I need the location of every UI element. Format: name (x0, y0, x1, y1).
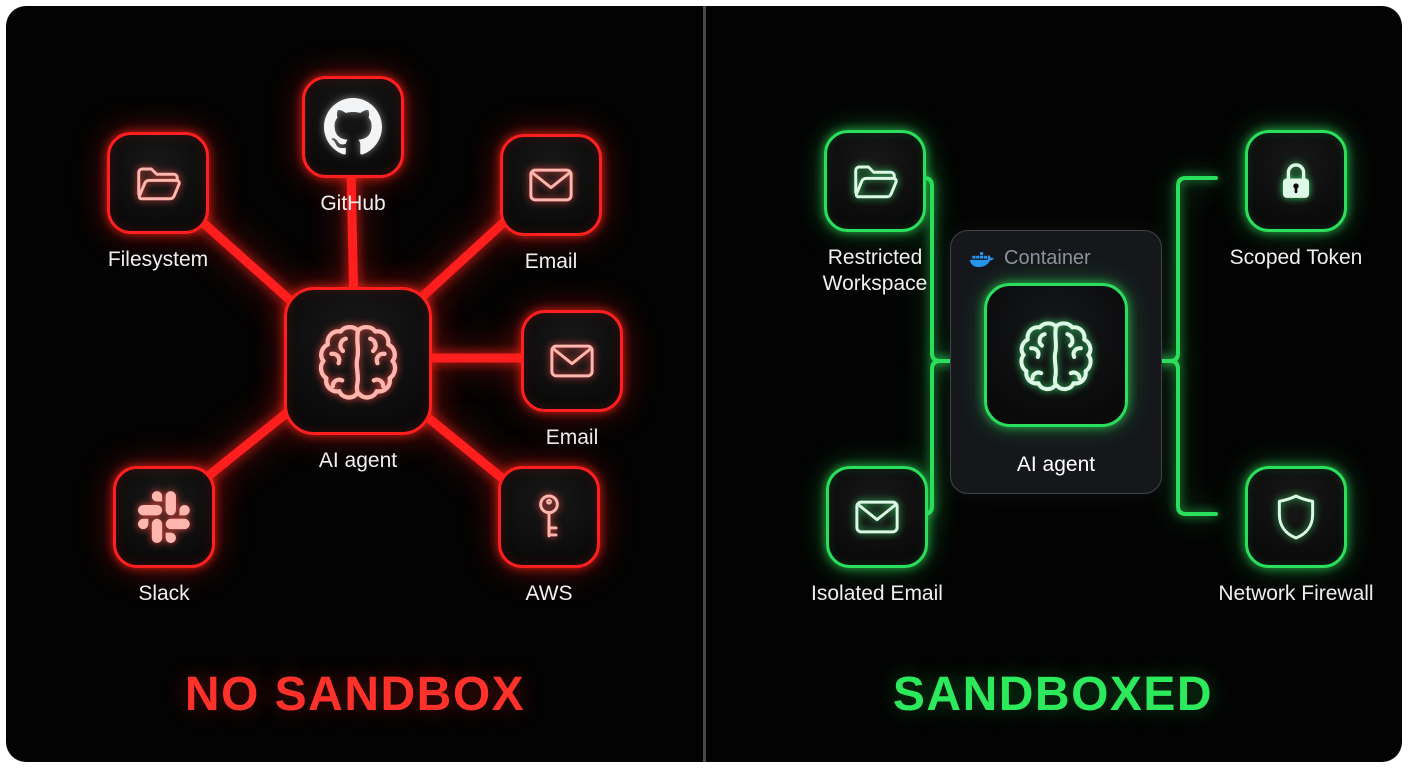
node-network-firewall: Network Firewall (1216, 466, 1376, 607)
sandboxed-title: SANDBOXED (892, 668, 1214, 721)
node-box (500, 134, 602, 236)
docker-icon (969, 251, 994, 267)
node-box (284, 287, 432, 435)
node-box (1245, 466, 1347, 568)
node-restricted-workspace: Restricted Workspace (795, 130, 955, 297)
node-label: Filesystem (107, 248, 209, 271)
node-slack: Slack (113, 466, 215, 607)
node-filesystem: Filesystem (107, 132, 209, 273)
container-label: Container (1004, 247, 1091, 269)
brain-icon (318, 324, 398, 400)
node-box (1245, 130, 1347, 232)
container-header: Container (969, 247, 1091, 270)
connector-line (1158, 176, 1218, 363)
slack-icon (138, 491, 190, 543)
shield-icon (1277, 494, 1315, 540)
node-box (824, 130, 926, 232)
node-box (521, 310, 623, 412)
node-box (107, 132, 209, 234)
node-label: Network Firewall (1218, 582, 1374, 605)
node-ai-agent-right (984, 283, 1128, 427)
folder-icon (854, 165, 898, 199)
node-label: Restricted Workspace (822, 246, 928, 296)
key-icon (539, 494, 559, 538)
dark-board: Filesystem GitHub Email (6, 6, 1402, 762)
node-label: Isolated Email (811, 582, 943, 605)
connector-line (1158, 359, 1218, 516)
node-scoped-token: Scoped Token (1216, 130, 1376, 271)
node-label: Email (545, 426, 599, 449)
node-box (498, 466, 600, 568)
node-aws: AWS (498, 466, 600, 607)
node-label: Email (524, 250, 578, 273)
node-label: AI agent (318, 449, 398, 472)
node-label: AI agent (1016, 453, 1096, 476)
envelope-icon (550, 344, 594, 378)
node-box (302, 76, 404, 178)
folder-icon (137, 167, 181, 201)
github-icon (324, 98, 382, 155)
panel-divider (703, 6, 706, 762)
no-sandbox-title: NO SANDBOX (184, 668, 526, 721)
node-label: Slack (138, 582, 190, 605)
node-label: AWS (525, 582, 573, 605)
node-label: GitHub (320, 192, 386, 215)
envelope-icon (529, 168, 573, 202)
envelope-icon (855, 500, 899, 534)
node-box (826, 466, 928, 568)
node-github: GitHub (302, 76, 404, 217)
container-box: Container AI agent (950, 230, 1162, 494)
node-ai-agent-left: AI agent (284, 287, 432, 474)
lock-icon (1282, 163, 1310, 198)
brain-icon (1019, 321, 1093, 392)
node-email-top: Email (500, 134, 602, 275)
node-email-right: Email (521, 310, 623, 451)
node-label: Scoped Token (1229, 246, 1363, 269)
node-box (113, 466, 215, 568)
node-isolated-email: Isolated Email (797, 466, 957, 607)
